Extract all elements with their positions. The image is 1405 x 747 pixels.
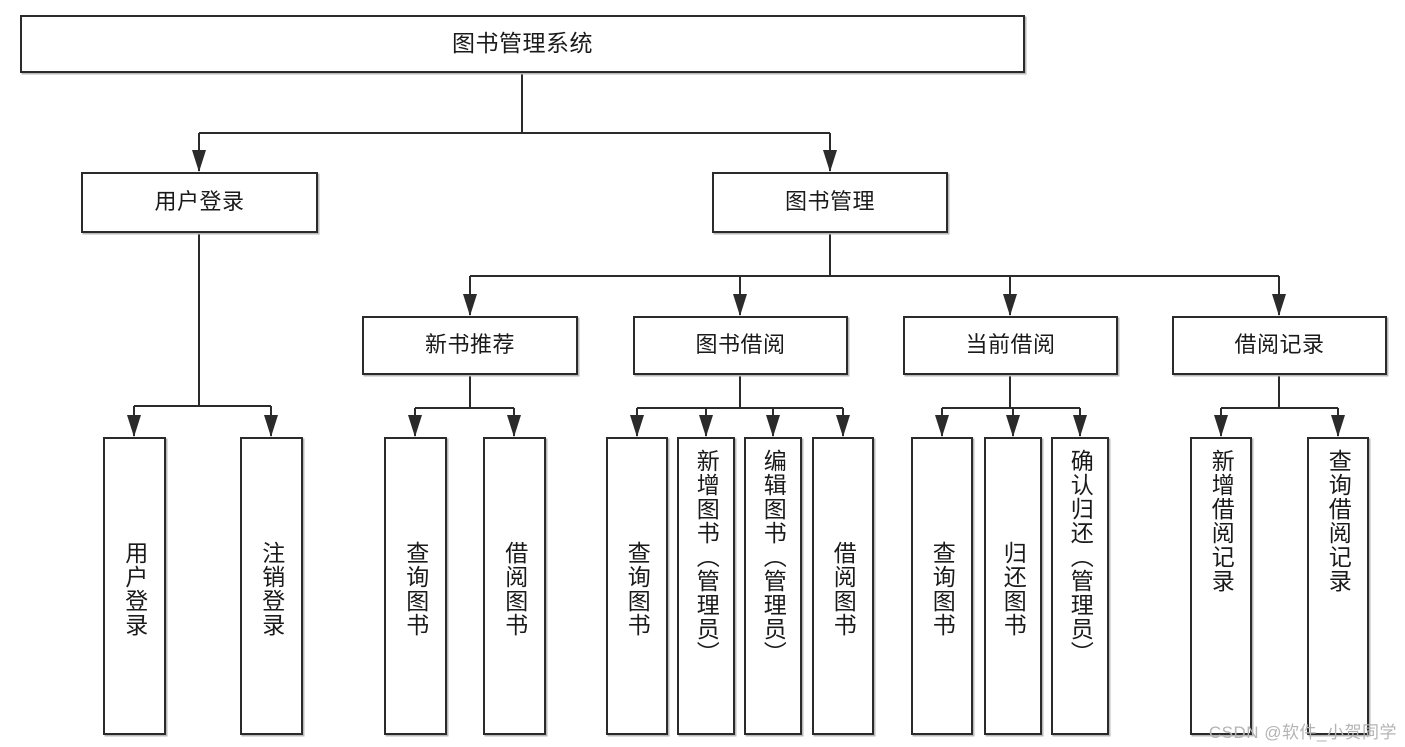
node-label-wrap: 查询图书: [608, 445, 666, 733]
node-borrow-record[interactable]: 借阅记录: [1172, 316, 1387, 375]
node-leaf-edit-book-admin[interactable]: 编辑图书（管理员）: [744, 437, 802, 735]
node-leaf-add-book-admin[interactable]: 新增图书（管理员）: [677, 437, 735, 735]
node-leaf-borrow-book[interactable]: 借阅图书: [812, 437, 874, 735]
node-label-wrap: 查询借阅记录: [1309, 445, 1367, 733]
node-label: 借阅记录: [1234, 332, 1325, 358]
node-label: 查询借阅记录: [1325, 449, 1352, 593]
arrow-head-icon-book-management-to-level3-0: [463, 294, 477, 316]
node-root[interactable]: 图书管理系统: [20, 15, 1025, 73]
node-user-login[interactable]: 用户登录: [81, 172, 318, 233]
node-leaf-add-borrow-record[interactable]: 新增借阅记录: [1190, 437, 1252, 735]
node-label-wrap: 新增图书（管理员）: [679, 445, 733, 733]
arrow-head-icon-user-login-to-leaves-1: [264, 415, 278, 437]
node-new-book-recommend[interactable]: 新书推荐: [362, 316, 578, 375]
node-label-wrap: 用户登录: [105, 445, 164, 733]
arrow-head-icon-borrow-record-to-leaves-1: [1331, 415, 1345, 437]
node-leaf-return-book[interactable]: 归还图书: [984, 437, 1042, 735]
node-label: 新书推荐: [424, 332, 515, 358]
arrow-head-icon-book-borrow-to-leaves-3: [836, 415, 850, 437]
node-label-wrap: 借阅图书: [485, 445, 544, 733]
node-label-wrap: 归还图书: [986, 445, 1040, 733]
node-book-management[interactable]: 图书管理: [712, 172, 948, 233]
node-label: 借阅图书: [501, 541, 528, 637]
node-label: 查询图书: [624, 541, 651, 637]
node-label: 当前借阅: [965, 332, 1056, 358]
node-label: 新增图书（管理员）: [693, 449, 720, 665]
node-label: 图书管理: [784, 189, 875, 215]
node-label: 用户登录: [154, 189, 245, 215]
node-label: 编辑图书（管理员）: [760, 449, 787, 665]
node-label-wrap: 查询图书: [913, 445, 971, 733]
node-label: 注销登录: [258, 541, 285, 637]
arrow-head-icon-root-to-level2-1: [823, 150, 837, 172]
arrow-head-icon-book-borrow-to-leaves-1: [699, 415, 713, 437]
node-label-wrap: 编辑图书（管理员）: [746, 445, 800, 733]
node-label: 新增借阅记录: [1208, 449, 1235, 593]
arrow-head-icon-borrow-record-to-leaves-0: [1214, 415, 1228, 437]
node-label: 用户登录: [121, 541, 148, 637]
node-label-wrap: 注销登录: [242, 445, 301, 733]
node-label: 借阅图书: [830, 541, 857, 637]
arrow-head-icon-new-book-recommend-to-leaves-1: [507, 415, 521, 437]
node-current-borrow[interactable]: 当前借阅: [903, 316, 1118, 375]
node-leaf-query-borrow-record[interactable]: 查询借阅记录: [1307, 437, 1369, 735]
node-label: 确认归还（管理员）: [1067, 449, 1094, 665]
arrow-head-icon-user-login-to-leaves-0: [127, 415, 141, 437]
node-label-wrap: 新增借阅记录: [1192, 445, 1250, 733]
node-label: 图书管理系统: [452, 30, 593, 57]
node-leaf-borrow-book-recommend[interactable]: 借阅图书: [483, 437, 546, 735]
arrow-head-icon-root-to-level2-0: [192, 150, 206, 172]
node-leaf-query-book-recommend[interactable]: 查询图书: [384, 437, 447, 735]
arrow-head-icon-book-management-to-level3-3: [1272, 294, 1286, 316]
arrow-head-icon-current-borrow-to-leaves-0: [935, 415, 949, 437]
node-label-wrap: 借阅图书: [814, 445, 872, 733]
node-book-borrow[interactable]: 图书借阅: [633, 316, 848, 375]
node-leaf-query-book-borrow[interactable]: 查询图书: [606, 437, 668, 735]
node-label: 查询图书: [402, 541, 429, 637]
arrow-head-icon-current-borrow-to-leaves-1: [1006, 415, 1020, 437]
node-label: 归还图书: [1000, 541, 1027, 637]
node-label: 图书借阅: [695, 332, 786, 358]
arrow-head-icon-book-borrow-to-leaves-0: [630, 415, 644, 437]
arrow-head-icon-book-borrow-to-leaves-2: [766, 415, 780, 437]
arrow-head-icon-current-borrow-to-leaves-2: [1073, 415, 1087, 437]
arrow-head-icon-book-management-to-level3-1: [733, 294, 747, 316]
node-label: 查询图书: [929, 541, 956, 637]
node-label-wrap: 查询图书: [386, 445, 445, 733]
arrow-head-icon-new-book-recommend-to-leaves-0: [408, 415, 422, 437]
node-label-wrap: 确认归还（管理员）: [1053, 445, 1107, 733]
node-leaf-query-book-current[interactable]: 查询图书: [911, 437, 973, 735]
node-leaf-user-login[interactable]: 用户登录: [103, 437, 166, 735]
arrow-head-icon-book-management-to-level3-2: [1003, 294, 1017, 316]
node-leaf-confirm-return-admin[interactable]: 确认归还（管理员）: [1051, 437, 1109, 735]
node-leaf-logout-login[interactable]: 注销登录: [240, 437, 303, 735]
